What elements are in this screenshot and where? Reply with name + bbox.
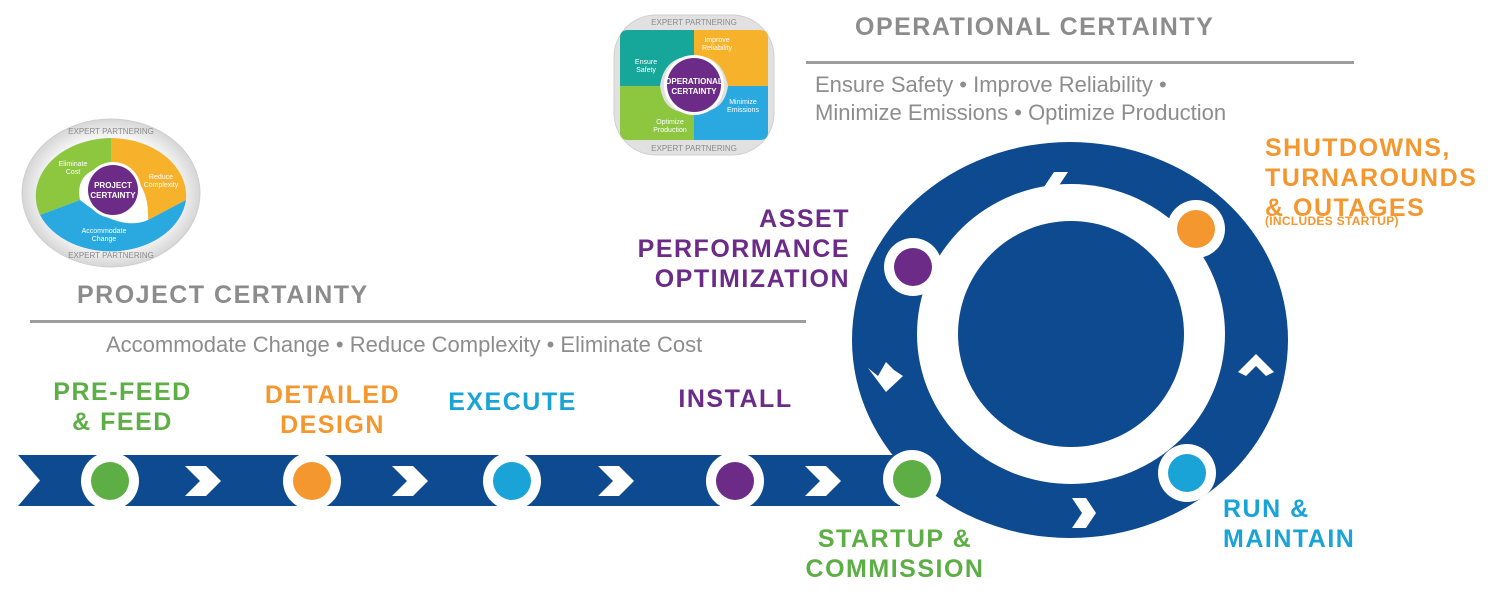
dot-shutdowns — [1177, 210, 1215, 248]
stage-apo-l2: PERFORMANCE — [637, 235, 850, 263]
op-seg-optimize — [620, 86, 694, 140]
stage-run-l2: MAINTAIN — [1223, 525, 1356, 553]
chevron-right-icon — [185, 466, 221, 496]
project-certainty-title: PROJECT CERTAINTY — [77, 281, 369, 309]
stage-execute: EXECUTE — [448, 388, 577, 416]
op-seg-optimize-l1: Optimize — [656, 119, 684, 126]
stage-detailed-l1: DETAILED — [264, 381, 401, 409]
stage-shutdowns-l3: & OUTAGES — [1265, 194, 1426, 222]
chevron-right-icon — [598, 466, 634, 496]
op-seg-improve-l1: Improve — [704, 37, 729, 44]
stage-run-maintain: RUN & MAINTAIN — [1223, 494, 1403, 554]
stage-shutdowns-turnarounds: SHUTDOWNS, TURNAROUNDS & OUTAGES — [1265, 133, 1505, 223]
dot-execute — [493, 462, 531, 500]
pc-logo-center-l1: PROJECT — [94, 181, 132, 190]
operational-certainty-title: OPERATIONAL CERTAINTY — [855, 13, 1215, 41]
stage-startup-l1: STARTUP & — [817, 525, 973, 553]
pc-seg-eliminate-l2: Cost — [66, 169, 80, 176]
pc-logo-ring-bottom: EXPERT PARTNERING — [68, 251, 154, 260]
stage-detailed-design: DETAILED DESIGN — [250, 380, 415, 440]
stage-apo-l1: ASSET — [759, 205, 850, 233]
pc-logo-ring-top: EXPERT PARTNERING — [68, 127, 154, 136]
op-seg-ensure — [620, 30, 694, 86]
pc-seg-eliminate-l1: Eliminate — [59, 161, 88, 168]
operational-divider — [806, 61, 1354, 64]
op-seg-optimize-l2: Production — [653, 127, 687, 134]
op-seg-improve-l2: Reliability — [702, 45, 732, 52]
stage-startup-l2: COMMISSION — [805, 555, 985, 583]
stage-shutdowns-note: (INCLUDES STARTUP) — [1265, 214, 1399, 228]
op-logo-center-l1: OPERATIONAL — [665, 77, 723, 86]
project-values: Accommodate Change • Reduce Complexity •… — [106, 332, 703, 357]
op-logo-center — [667, 58, 721, 112]
operational-values-line1: Ensure Safety • Improve Reliability • — [815, 72, 1167, 97]
chevron-right-icon — [392, 466, 428, 496]
dot-startup — [893, 460, 931, 498]
operational-values-line2: Minimize Emissions • Optimize Production — [815, 100, 1227, 125]
operational-certainty-logo: EXPERT PARTNERING EXPERT PARTNERING OPER… — [613, 14, 775, 156]
stage-run-l1: RUN & — [1223, 495, 1310, 523]
stage-detailed-l2: DESIGN — [280, 411, 385, 439]
band-chevrons — [185, 466, 841, 496]
op-seg-improve — [694, 30, 768, 86]
op-seg-minimize-l1: Minimize — [729, 99, 757, 106]
stage-install: INSTALL — [678, 385, 793, 413]
op-logo-center-l2: CERTAINTY — [671, 87, 717, 96]
pc-seg-reduce-l1: Reduce — [149, 174, 173, 181]
dot-detailed-design — [293, 462, 331, 500]
op-logo-ring-top: EXPERT PARTNERING — [651, 18, 737, 27]
pc-seg-reduce-l2: Complexity — [144, 182, 179, 189]
stage-shutdowns-l2: TURNAROUNDS — [1265, 164, 1478, 192]
chevron-right-icon — [805, 466, 841, 496]
op-seg-ensure-l2: Safety — [636, 67, 656, 74]
chevron-up-icon — [1238, 354, 1274, 376]
stage-startup-commission: STARTUP & COMMISSION — [790, 524, 1000, 584]
stage-asset-performance-optimization: ASSET PERFORMANCE OPTIMIZATION — [620, 204, 850, 294]
chevron-down-icon — [868, 362, 903, 392]
pc-seg-eliminate — [35, 138, 111, 215]
stage-shutdowns-l1: SHUTDOWNS, — [1265, 134, 1451, 162]
stage-prefeed-l1: PRE-FEED — [53, 378, 192, 406]
stage-apo-l3: OPTIMIZATION — [654, 265, 850, 293]
project-divider — [30, 320, 806, 323]
chevron-right-icon — [1072, 498, 1096, 528]
pc-logo-center — [88, 165, 138, 215]
timeline-band — [18, 455, 900, 506]
pc-seg-accommodate-l1: Accommodate — [82, 228, 127, 235]
dot-run-maintain — [1168, 454, 1206, 492]
project-certainty-logo: EXPERT PARTNERING EXPERT PARTNERING PROJ… — [21, 118, 201, 268]
op-seg-ensure-l1: Ensure — [635, 59, 657, 66]
op-seg-minimize-l2: Emissions — [727, 107, 759, 114]
dot-prefeed — [91, 462, 129, 500]
milestone-dots — [81, 200, 1225, 510]
pc-logo-center-l2: CERTAINTY — [90, 191, 136, 200]
pc-seg-reduce — [111, 138, 187, 220]
pc-seg-accommodate-l2: Change — [92, 236, 117, 243]
ring-chevrons — [868, 172, 1274, 528]
dot-install — [716, 462, 754, 500]
stage-prefeed-feed: PRE-FEED & FEED — [40, 377, 205, 437]
chevron-left-icon — [1044, 172, 1068, 202]
pc-seg-accommodate — [40, 200, 186, 252]
op-logo-ring-bottom: EXPERT PARTNERING — [651, 144, 737, 153]
dot-apo — [894, 248, 932, 286]
stage-prefeed-l2: & FEED — [72, 408, 173, 436]
op-seg-minimize — [694, 86, 768, 140]
